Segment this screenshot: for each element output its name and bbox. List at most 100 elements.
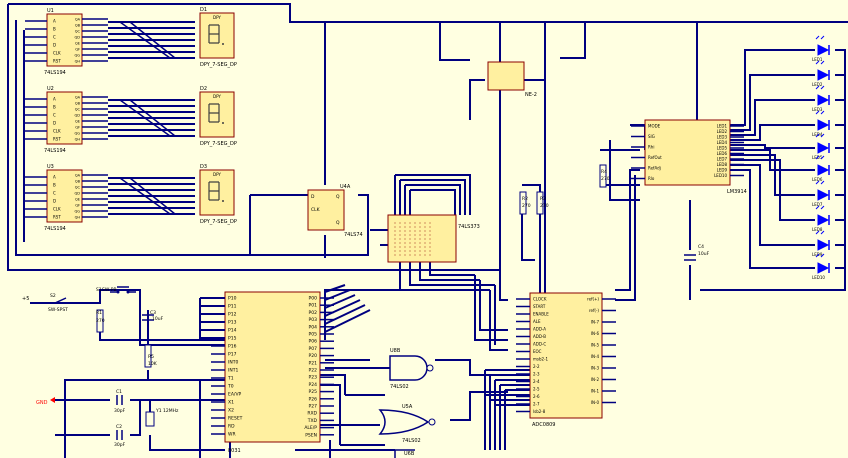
display-top-label: DPY: [213, 15, 221, 20]
led-8: LED8: [812, 205, 830, 232]
pin-label: P24: [309, 382, 318, 388]
wire-network: [7, 3, 848, 458]
crystal-y1-value: 12MHz: [163, 408, 179, 414]
pin-label: LED4: [717, 140, 728, 145]
capacitor-c1-value: 30pF: [114, 408, 126, 414]
led-9: LED9: [812, 230, 830, 257]
pin-label: 2-7: [533, 402, 540, 407]
led-2: LED2: [812, 60, 830, 87]
capacitor-c1: [116, 395, 123, 405]
display-part-label: DPY_7-SEG_DP: [200, 219, 237, 225]
counter-pin-label: C: [53, 35, 56, 40]
gate-u5a-part: 74LS02: [402, 438, 421, 444]
gate-u8b-unit: U8B: [390, 348, 401, 354]
pin-label: 2-5: [533, 387, 540, 392]
counter-body: [46, 169, 83, 223]
led-label: LED1: [812, 57, 823, 62]
pin-label: ALE/P: [304, 425, 317, 431]
resistor-r1: [96, 309, 104, 333]
led-4: LED4: [812, 110, 830, 137]
counter-pin-label: QB: [75, 180, 81, 184]
counter-ref-label: U3: [47, 164, 54, 170]
led-ray-icon: [815, 35, 825, 40]
led-label: LED3: [812, 107, 823, 112]
led-label: LED2: [812, 82, 823, 87]
counter-pin-label: A: [53, 175, 56, 180]
resistor-r2-ref: R2: [522, 196, 528, 202]
pin-label: 2-3: [533, 372, 540, 377]
capacitor-c1-ref: C1: [116, 389, 122, 395]
counter-pin-label: D: [53, 199, 56, 204]
counter-pin-label: B: [53, 105, 56, 110]
led-diode-icon: [817, 94, 830, 106]
counter-body: [46, 13, 83, 67]
pin-label: P21: [309, 360, 318, 366]
counter-pin-label: RST: [53, 215, 61, 220]
gate-u6b: U6B: [394, 449, 415, 458]
pin-label: ref(-): [589, 308, 599, 313]
counter-pin-label: A: [53, 19, 56, 24]
switches: S1 SW-PB S2 SW-SPST: [45, 286, 136, 313]
display-part-label: DPY_7-SEG_DP: [200, 62, 237, 68]
pin-label: P03: [309, 317, 318, 323]
pin-label: X2: [228, 408, 234, 414]
capacitor-c3-value: 10uF: [152, 316, 164, 322]
pin-label: TXD: [307, 418, 318, 424]
capacitor-c4-ref: C4: [698, 244, 704, 250]
pin-label: RESET: [228, 416, 243, 422]
counter-pin-label: RST: [53, 59, 61, 64]
counter-pin-label: QH: [75, 138, 81, 142]
capacitor-c2-value: 30pF: [114, 442, 126, 448]
display-body: [199, 169, 235, 216]
regulator-ref-label: NE-2: [525, 92, 537, 98]
segment-glyph-icon: [208, 24, 220, 44]
pin-label: ADD-C: [533, 342, 546, 347]
flipflop-unit-label: U4A: [340, 184, 351, 190]
led-6: LED6: [812, 155, 830, 182]
led-label: LED8: [812, 227, 823, 232]
capacitor-c4: [684, 254, 696, 261]
gate-u5a-unit: U5A: [402, 404, 413, 410]
led-ray-icon: [815, 110, 825, 115]
gate-u5a: U5A 74LS02: [378, 404, 436, 444]
pin-label: IN-2: [591, 377, 600, 382]
led-diode-icon: [817, 44, 830, 56]
display-ref-label: D1: [200, 7, 207, 13]
led-diode-icon: [817, 189, 830, 201]
decimal-point-icon: [222, 43, 224, 45]
crystal: Y1 12MHz: [145, 408, 179, 427]
pin-label: P12: [228, 312, 237, 318]
pin-label: 2-2: [533, 364, 540, 369]
pin-label: P01: [309, 303, 318, 309]
led-ray-icon: [815, 180, 825, 185]
flipflop-pin-q: Q: [336, 194, 340, 200]
gate-u6b-body: [394, 449, 415, 458]
led-1: LED1: [812, 35, 830, 62]
counter-pin-label: QE: [75, 120, 80, 124]
led-5: LED5: [812, 133, 830, 160]
pin-label: 2-6: [533, 394, 540, 399]
pin-label: IN-1: [591, 389, 600, 394]
pin-label: P17: [228, 352, 237, 358]
led-ray-icon: [815, 85, 825, 90]
pin-label: RefAdj: [648, 166, 661, 171]
counter-pin-label: CLK: [53, 51, 61, 56]
pin-label: ALE: [533, 319, 541, 324]
counter-pin-label: QD: [75, 36, 81, 40]
led-ray-icon: [815, 133, 825, 138]
led-label: LED9: [812, 252, 823, 257]
counter-pin-label: QA: [75, 96, 81, 100]
switch-s1-contact-a: [116, 290, 120, 294]
pin-label: P25: [309, 389, 318, 395]
counter-pin-label: RST: [53, 137, 61, 142]
counter-pin-label: QC: [75, 108, 81, 112]
gate-u6b-unit: U6B: [404, 451, 415, 457]
pin-label: IN-7: [591, 320, 600, 325]
resistor-r5-ref: R5: [148, 354, 154, 360]
pin-label: ENABLE: [533, 312, 549, 317]
pin-label: T1: [227, 376, 234, 382]
cpu-body: [224, 291, 321, 443]
counter-pin-label: QA: [75, 174, 81, 178]
resistor-r5: [144, 344, 152, 368]
